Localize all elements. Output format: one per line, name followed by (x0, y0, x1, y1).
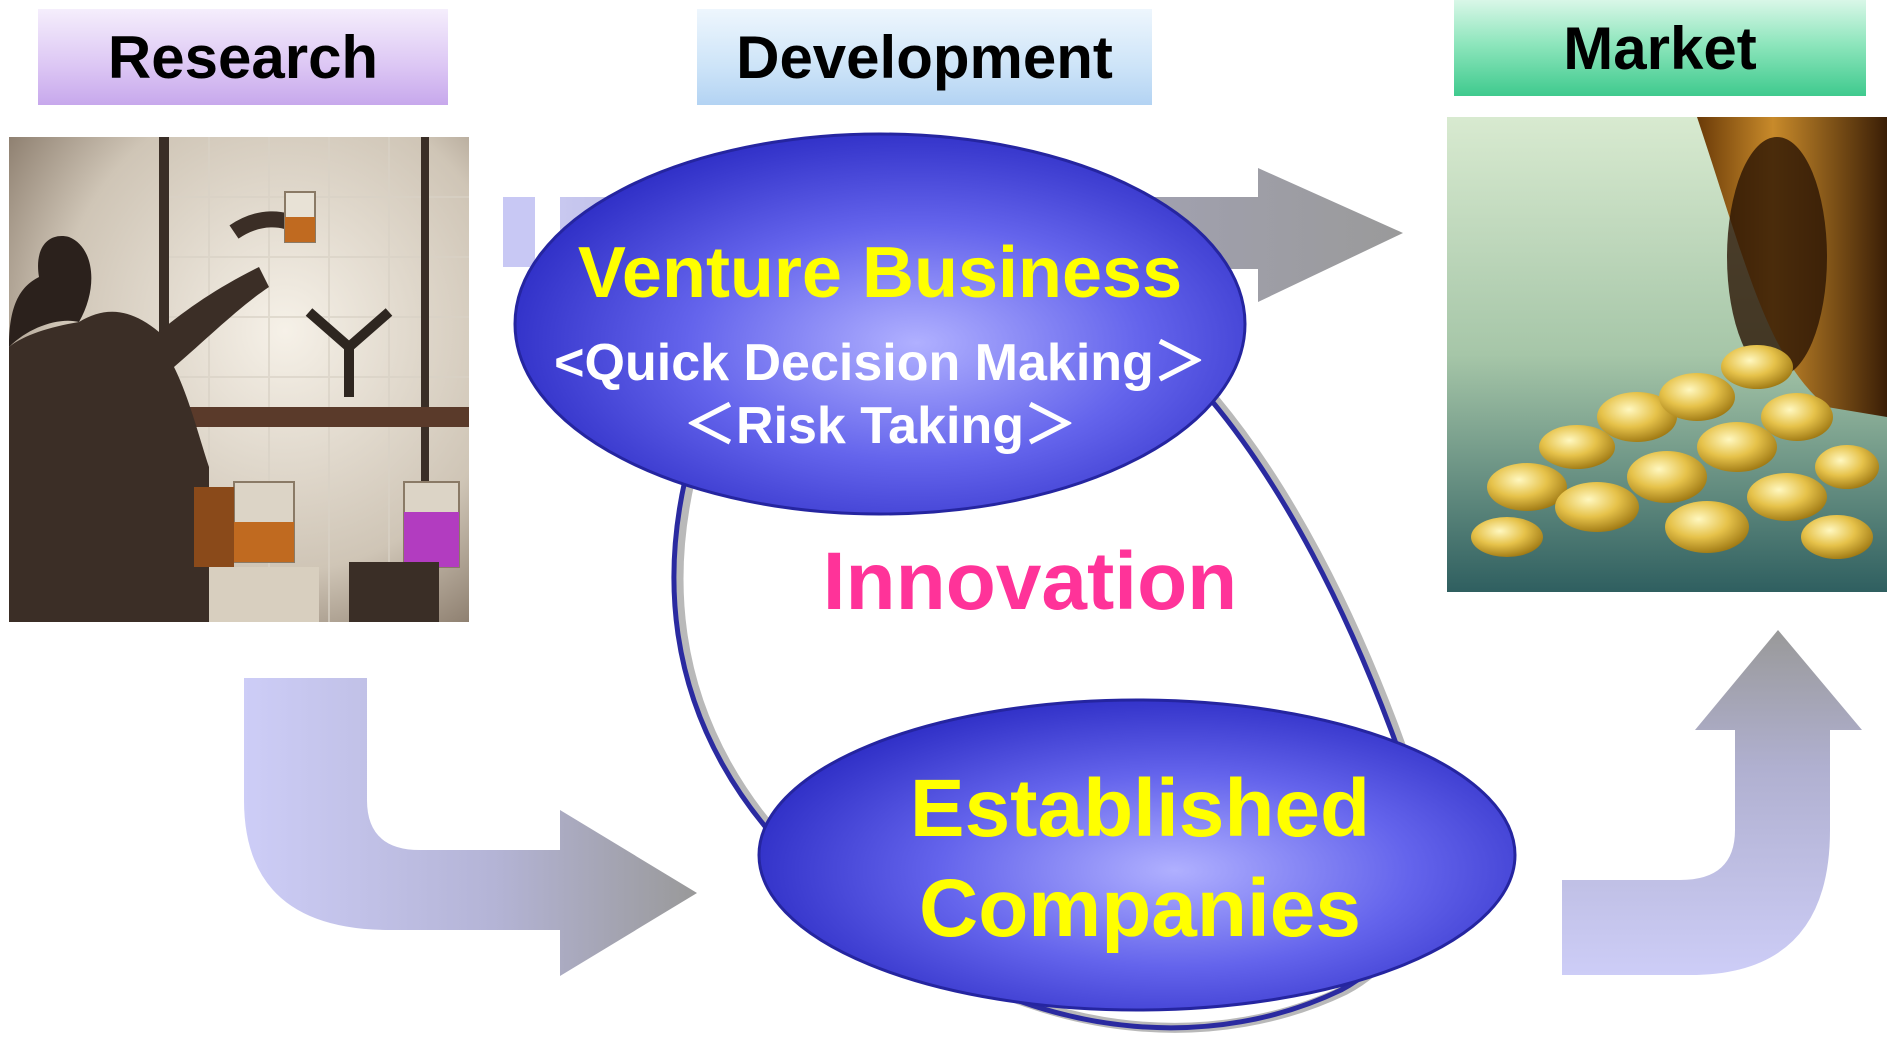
innovation-label: Innovation (822, 536, 1238, 627)
established-companies-line-1: Established (909, 763, 1371, 854)
capsules-photo (1447, 117, 1887, 592)
established-companies-line-2: Companies (919, 863, 1361, 954)
innovation-cycle-ring (671, 396, 1425, 1033)
development-header: Development (697, 9, 1152, 105)
research-to-companies-arrow (244, 678, 697, 976)
research-header: Research (38, 9, 448, 105)
venture-business-ellipse (513, 132, 1247, 516)
development-header-label: Development (736, 23, 1113, 91)
market-header-label: Market (1563, 14, 1757, 82)
companies-to-market-arrow (1562, 630, 1862, 975)
research-header-label: Research (107, 23, 379, 91)
venture-business-title: Venture Business (577, 233, 1183, 313)
established-companies-ellipse (757, 698, 1517, 1012)
lab-scientist-photo (9, 137, 469, 622)
market-header: Market (1454, 0, 1866, 96)
quick-decision-making-label: <Quick Decision Making＞ (554, 334, 1206, 392)
risk-taking-label: ＜Risk Taking＞ (683, 397, 1076, 455)
